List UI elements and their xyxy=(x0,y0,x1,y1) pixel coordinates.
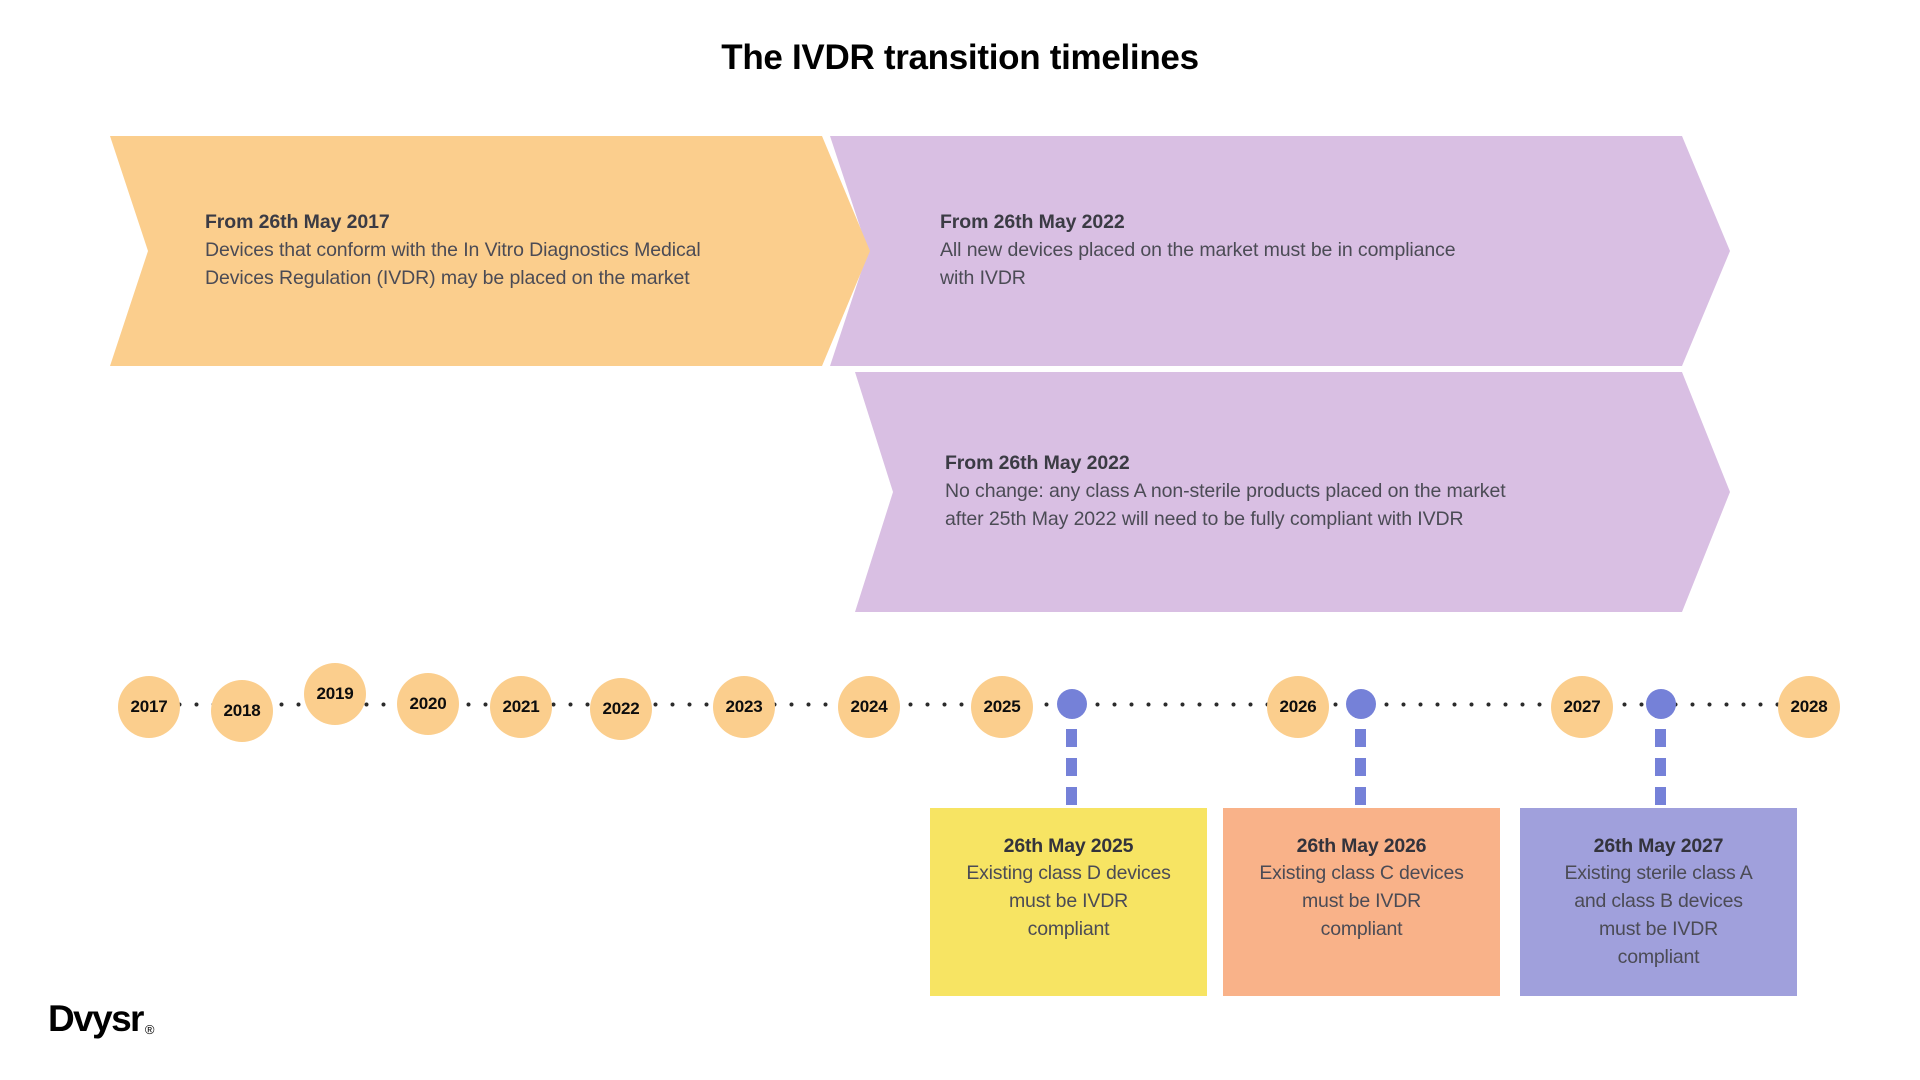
timeline-year-2023-label: 2023 xyxy=(725,697,763,716)
timeline-year-2022-label: 2022 xyxy=(602,699,640,718)
timeline-year-2025-label: 2025 xyxy=(983,697,1021,716)
marker-dot-2026[interactable] xyxy=(1346,689,1376,719)
timeline-year-2024[interactable]: 2024 xyxy=(838,676,900,738)
timeline-year-2026-label: 2026 xyxy=(1279,697,1317,716)
registered-trademark-icon: ® xyxy=(144,1022,155,1037)
arrow-banner-2022-top: From 26th May 2022 All new devices place… xyxy=(830,136,1730,366)
callout-box-2026-line2: must be IVDR xyxy=(1302,890,1421,913)
callout-box-2026-line3: compliant xyxy=(1320,918,1403,941)
marker-stem-2025 xyxy=(1066,700,1077,810)
arrow-banner-2017: From 26th May 2017 Devices that conform … xyxy=(110,136,870,366)
arrow-banner-2017-date: From 26th May 2017 xyxy=(205,211,390,234)
callout-box-2027-line4: compliant xyxy=(1617,945,1700,968)
timeline-year-2028-label: 2028 xyxy=(1790,697,1828,716)
timeline-year-2025[interactable]: 2025 xyxy=(971,676,1033,738)
timeline-year-2027-label: 2027 xyxy=(1563,697,1601,716)
callout-box-2026-line1: Existing class C devices xyxy=(1259,862,1464,885)
timeline-year-2024-label: 2024 xyxy=(850,697,888,716)
timeline-year-2023[interactable]: 2023 xyxy=(713,676,775,738)
timeline-year-2018-label: 2018 xyxy=(223,701,261,720)
callout-box-2025-line3: compliant xyxy=(1027,918,1110,941)
arrow-banner-2022-bottom-line2: after 25th May 2022 will need to be full… xyxy=(945,507,1464,530)
timeline-year-2020[interactable]: 2020 xyxy=(397,673,459,735)
timeline-year-2021-label: 2021 xyxy=(502,697,540,716)
callout-box-2027-line3: must be IVDR xyxy=(1599,918,1718,941)
timeline-year-2017-label: 2017 xyxy=(130,697,168,716)
timeline-year-2019[interactable]: 2019 xyxy=(304,663,366,725)
arrow-banner-2022-bottom: From 26th May 2022 No change: any class … xyxy=(855,372,1730,612)
arrow-banner-2017-line1: Devices that conform with the In Vitro D… xyxy=(205,239,701,262)
arrow-banner-2022-top-text: From 26th May 2022 All new devices place… xyxy=(940,209,1730,292)
timeline-year-2020-label: 2020 xyxy=(409,694,447,713)
timeline-year-2027[interactable]: 2027 xyxy=(1551,676,1613,738)
callout-box-2025-date: 26th May 2025 xyxy=(1003,835,1134,857)
callout-box-2027-date: 26th May 2027 xyxy=(1593,835,1724,857)
timeline-year-2017[interactable]: 2017 xyxy=(118,676,180,738)
arrow-banner-2017-text: From 26th May 2017 Devices that conform … xyxy=(205,209,870,292)
page-title: The IVDR transition timelines xyxy=(721,38,1199,77)
marker-stem-2026 xyxy=(1355,700,1366,810)
timeline-year-2019-label: 2019 xyxy=(316,684,354,703)
callout-box-2027-line2: and class B devices xyxy=(1574,890,1743,913)
arrow-banner-2022-top-date: From 26th May 2022 xyxy=(940,211,1125,234)
callout-box-2027-line1: Existing sterile class A xyxy=(1564,862,1753,885)
marker-dot-2027[interactable] xyxy=(1646,689,1676,719)
callout-box-2025-line2: must be IVDR xyxy=(1009,890,1128,913)
arrow-banner-2022-bottom-text: From 26th May 2022 No change: any class … xyxy=(945,450,1730,533)
callout-box-2025-line1: Existing class D devices xyxy=(966,862,1171,885)
callout-box-2025[interactable]: 26th May 2025 Existing class D devices m… xyxy=(930,808,1207,996)
timeline-year-2021[interactable]: 2021 xyxy=(490,676,552,738)
callout-box-2026-date: 26th May 2026 xyxy=(1296,835,1427,857)
brand-logo: Dvysr ® xyxy=(48,998,154,1040)
timeline-year-2026[interactable]: 2026 xyxy=(1267,676,1329,738)
brand-logo-name: Dvysr xyxy=(48,998,144,1039)
arrow-banner-2022-bottom-date: From 26th May 2022 xyxy=(945,452,1130,475)
arrow-banner-2022-bottom-line1: No change: any class A non-sterile produ… xyxy=(945,480,1506,503)
callout-box-2027[interactable]: 26th May 2027 Existing sterile class A a… xyxy=(1520,808,1797,996)
timeline-year-2028[interactable]: 2028 xyxy=(1778,676,1840,738)
callout-box-2026[interactable]: 26th May 2026 Existing class C devices m… xyxy=(1223,808,1500,996)
timeline-dotted-line xyxy=(120,702,1820,707)
timeline-year-2018[interactable]: 2018 xyxy=(211,680,273,742)
arrow-banner-2022-top-line2: with IVDR xyxy=(940,266,1026,289)
arrow-banner-2017-line2: Devices Regulation (IVDR) may be placed … xyxy=(205,266,690,289)
arrow-banner-2022-top-line1: All new devices placed on the market mus… xyxy=(940,239,1456,262)
timeline-year-2022[interactable]: 2022 xyxy=(590,678,652,740)
marker-stem-2027 xyxy=(1655,700,1666,810)
marker-dot-2025[interactable] xyxy=(1057,689,1087,719)
